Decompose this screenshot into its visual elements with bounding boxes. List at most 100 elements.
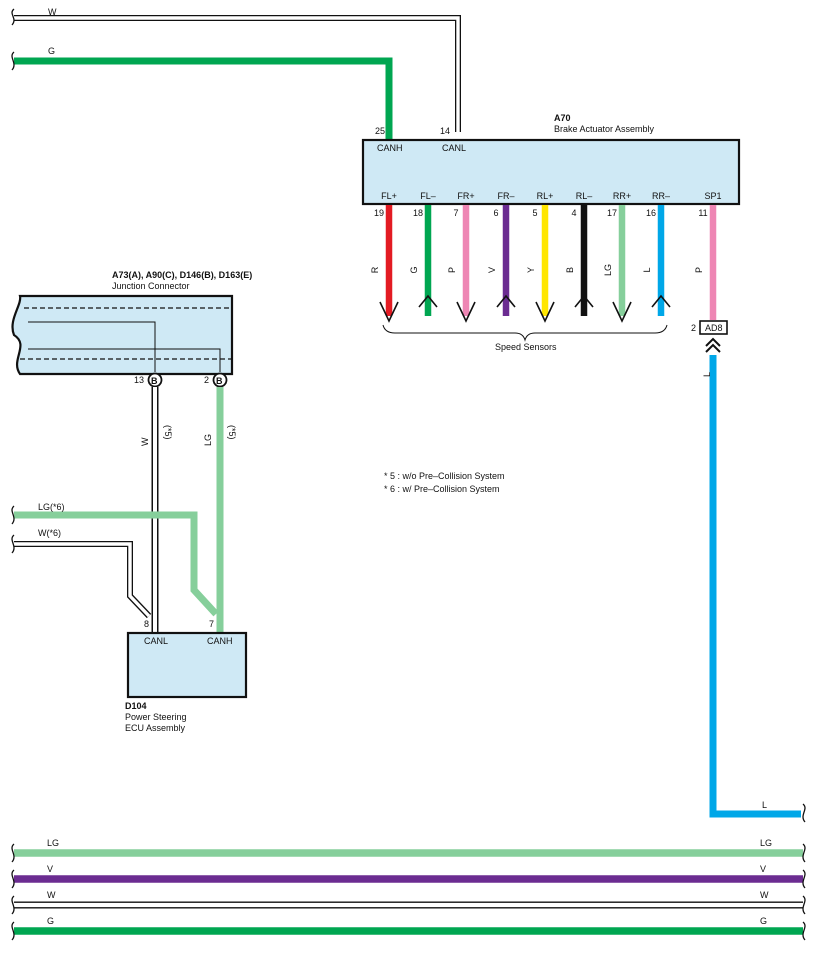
ad8-pin: 2: [691, 323, 696, 333]
a70-label-canl: CANL: [442, 143, 466, 153]
bus-label-left: G: [47, 916, 54, 926]
arrow-up-icon: [574, 294, 594, 308]
bus-label-right: V: [760, 864, 766, 874]
d104-name2: ECU Assembly: [125, 723, 186, 733]
wire-color-label: V: [487, 267, 497, 273]
arrow-down-icon: [612, 301, 632, 323]
junction-pin-w: 13: [134, 375, 144, 385]
terminal-fl-plus: FL+19R: [370, 191, 399, 323]
a70-pin-canl: 14: [440, 126, 450, 136]
terminal-pin: 11: [698, 208, 707, 218]
terminal-pin: 4: [571, 208, 576, 218]
l-wire-label: L: [762, 800, 767, 810]
ad8-connector: AD8 2: [691, 320, 728, 353]
wire-color-label: B: [565, 267, 575, 273]
break-mark-right: [802, 921, 806, 941]
terminal-rr-minus: RR–16L: [642, 191, 671, 316]
top-w-wire: W: [14, 7, 461, 132]
terminal-pin: 17: [607, 208, 617, 218]
a70-name: Brake Actuator Assembly: [554, 124, 655, 134]
l-wire: L L: [702, 355, 806, 823]
bus-label-left: V: [47, 864, 53, 874]
arrow-down-icon: [535, 301, 555, 323]
speed-sensors-brace: Speed Sensors: [382, 324, 668, 352]
break-mark-left: [11, 921, 15, 941]
terminal-name: RL–: [576, 191, 593, 201]
speed-sensors-label: Speed Sensors: [495, 342, 557, 352]
d104-code: D104: [125, 701, 147, 711]
junction-name: Junction Connector: [112, 281, 190, 291]
terminal-fr-plus: FR+ 7P: [447, 191, 476, 323]
wire-color-label: G: [409, 266, 419, 273]
d104-pin-canh: 7: [209, 619, 214, 629]
break-mark-right: [802, 843, 806, 863]
break-mark-right: [802, 895, 806, 915]
wire-color-label: P: [694, 267, 704, 273]
side-lg-label: LG(*6): [38, 502, 65, 512]
bus-label-left: W: [47, 890, 56, 900]
bus-label-right: LG: [760, 838, 772, 848]
terminal-fr-minus: FR– 6V: [487, 191, 516, 316]
break-marks-top: [11, 8, 15, 71]
junction-connector: A73(A), A90(C), D146(B), D163(E) Junctio…: [11, 270, 252, 388]
junction-w-note: (*5): [163, 425, 173, 440]
note-5: * 5 : w/o Pre–Collision System: [384, 471, 505, 481]
bus-wire-lg: LG LG: [11, 838, 806, 863]
terminal-name: FL+: [381, 191, 397, 201]
terminal-name: FR–: [497, 191, 514, 201]
terminal-sp1: SP1 11P: [694, 191, 722, 320]
break-mark-left: [11, 843, 15, 863]
top-g-label: G: [48, 46, 55, 56]
junction-lg-note: (*5): [227, 425, 237, 440]
wire-color-label: Y: [526, 267, 536, 273]
terminal-name: FR+: [457, 191, 474, 201]
arrow-down-icon: [456, 301, 476, 323]
ad8-code: AD8: [705, 323, 723, 333]
a70-code: A70: [554, 113, 571, 123]
note-6: * 6 : w/ Pre–Collision System: [384, 484, 500, 494]
arrow-up-icon: [496, 294, 516, 308]
bus-label-left: LG: [47, 838, 59, 848]
a70-box: [361, 138, 741, 206]
break-mark-right: [802, 869, 806, 889]
wire-color-label: P: [447, 267, 457, 273]
terminal-pin: 18: [413, 208, 423, 218]
arrow-up-icon: [651, 294, 671, 308]
a70-brake-actuator: A70 Brake Actuator Assembly 25 14 CANH C…: [361, 113, 741, 206]
junction-codes: A73(A), A90(C), D146(B), D163(E): [112, 270, 252, 280]
arrow-down-icon: [379, 301, 399, 323]
side-w-wire: W(*6): [11, 528, 152, 619]
speed-sensor-wires: FL+19RFL–18GFR+7PFR–6VRL+5YRL–4BRR+17LGR…: [370, 191, 722, 323]
terminal-pin: 6: [493, 208, 498, 218]
terminal-name: SP1: [704, 191, 721, 201]
a70-pin-canh: 25: [375, 126, 385, 136]
bus-label-right: W: [760, 890, 769, 900]
junction-pin-letter-lg: B: [216, 376, 223, 386]
side-lg-wire: LG(*6): [11, 502, 219, 617]
terminal-pin: 5: [532, 208, 537, 218]
terminal-name: RR–: [652, 191, 670, 201]
junction-w-wire: W (*5): [140, 387, 173, 633]
d104-label-canl: CANL: [144, 636, 168, 646]
terminal-name: RR+: [613, 191, 631, 201]
terminal-pin: 16: [646, 208, 656, 218]
terminal-pin: 7: [453, 208, 458, 218]
terminal-name: FL–: [420, 191, 436, 201]
notes: * 5 : w/o Pre–Collision System * 6 : w/ …: [384, 471, 505, 494]
terminal-rl-minus: RL–4B: [565, 191, 594, 316]
l-wire-vertical-label: L: [702, 372, 712, 377]
top-g-wire: G: [14, 46, 393, 140]
side-w-label: W(*6): [38, 528, 61, 538]
d104-power-steering-ecu: 8 7 CANL CANH D104 Power Steering ECU As…: [125, 619, 248, 733]
wire-color-label: LG: [603, 264, 613, 276]
d104-name1: Power Steering: [125, 712, 187, 722]
terminal-rl-plus: RL+5Y: [526, 191, 555, 323]
a70-label-canh: CANH: [377, 143, 403, 153]
break-mark-left: [11, 895, 15, 915]
